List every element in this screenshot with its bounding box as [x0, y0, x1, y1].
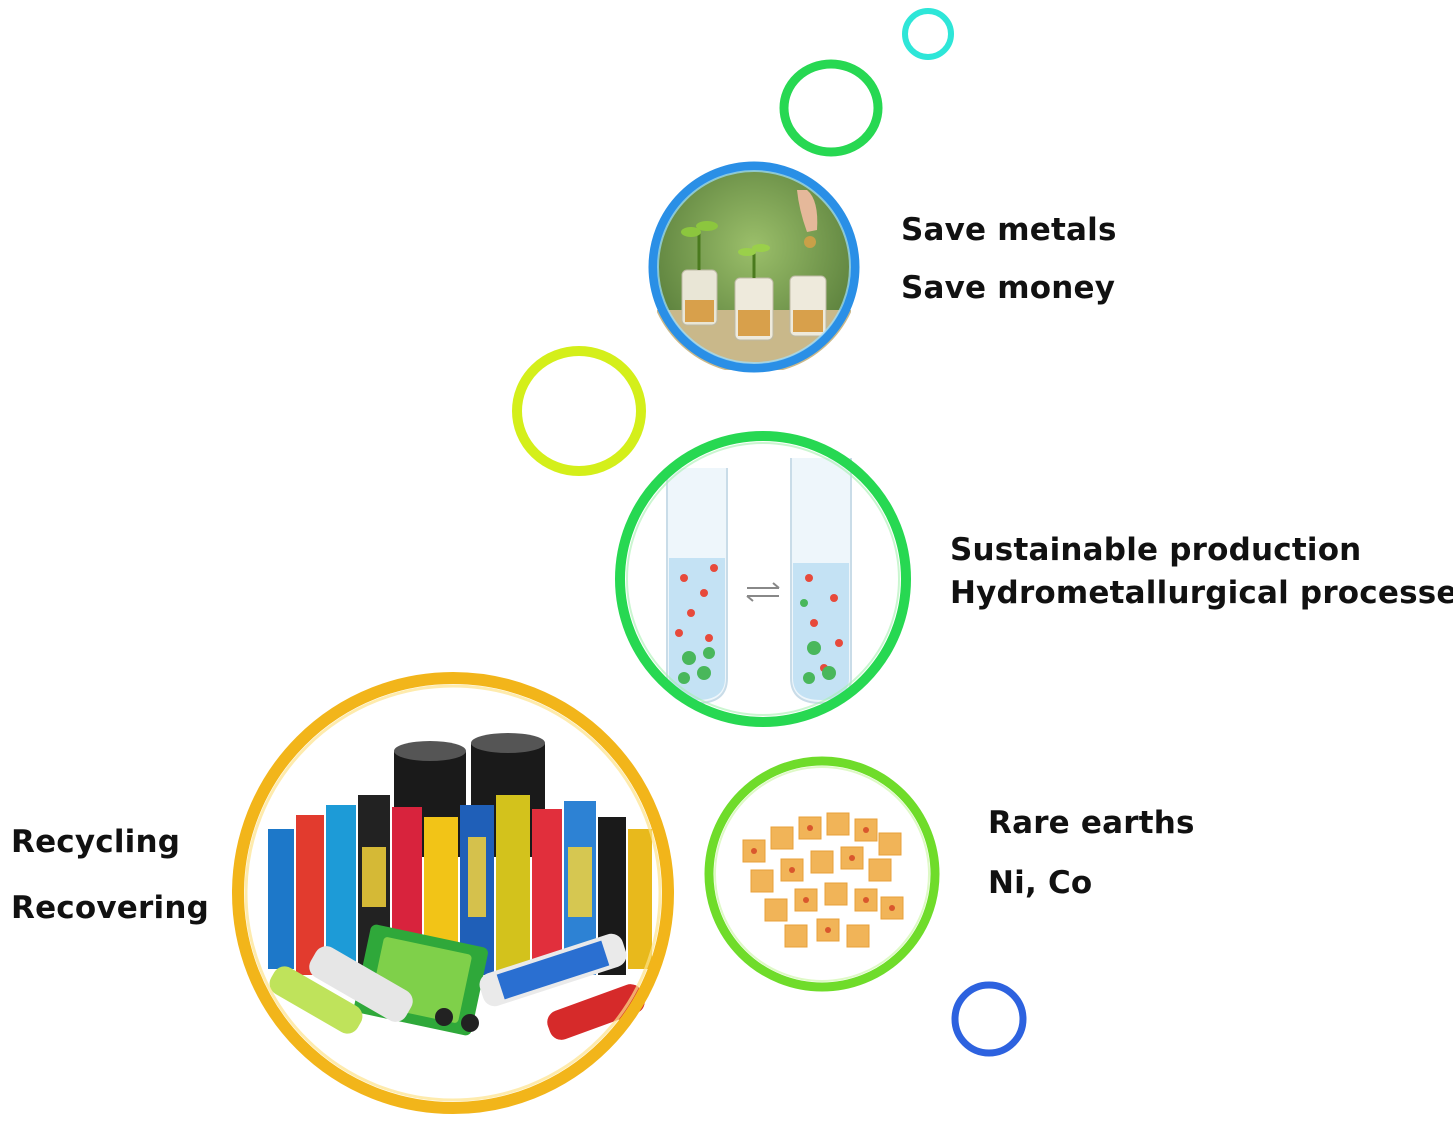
rare-earth-cubes-icon: [704, 756, 940, 992]
lime-ring: [512, 346, 646, 476]
label-recovering: Recovering: [11, 890, 209, 926]
blue-ring: [951, 981, 1027, 1057]
label-hydrometallurgical-processes: Hydrometallurgical processes: [950, 575, 1453, 611]
money-jars-plants-icon: [648, 161, 860, 373]
label-ni-co: Ni, Co: [988, 865, 1093, 901]
small-cyan-ring: [902, 8, 954, 60]
label-save-metals: Save metals: [901, 212, 1117, 248]
label-save-money: Save money: [901, 270, 1116, 306]
label-sustainable-production: Sustainable production: [950, 532, 1362, 568]
green-ring: [779, 59, 883, 157]
label-recycling: Recycling: [11, 824, 181, 860]
label-rare-earths: Rare earths: [988, 805, 1195, 841]
test-tubes-equilibrium-icon: [615, 431, 911, 727]
batteries-pile-icon: [232, 672, 674, 1114]
